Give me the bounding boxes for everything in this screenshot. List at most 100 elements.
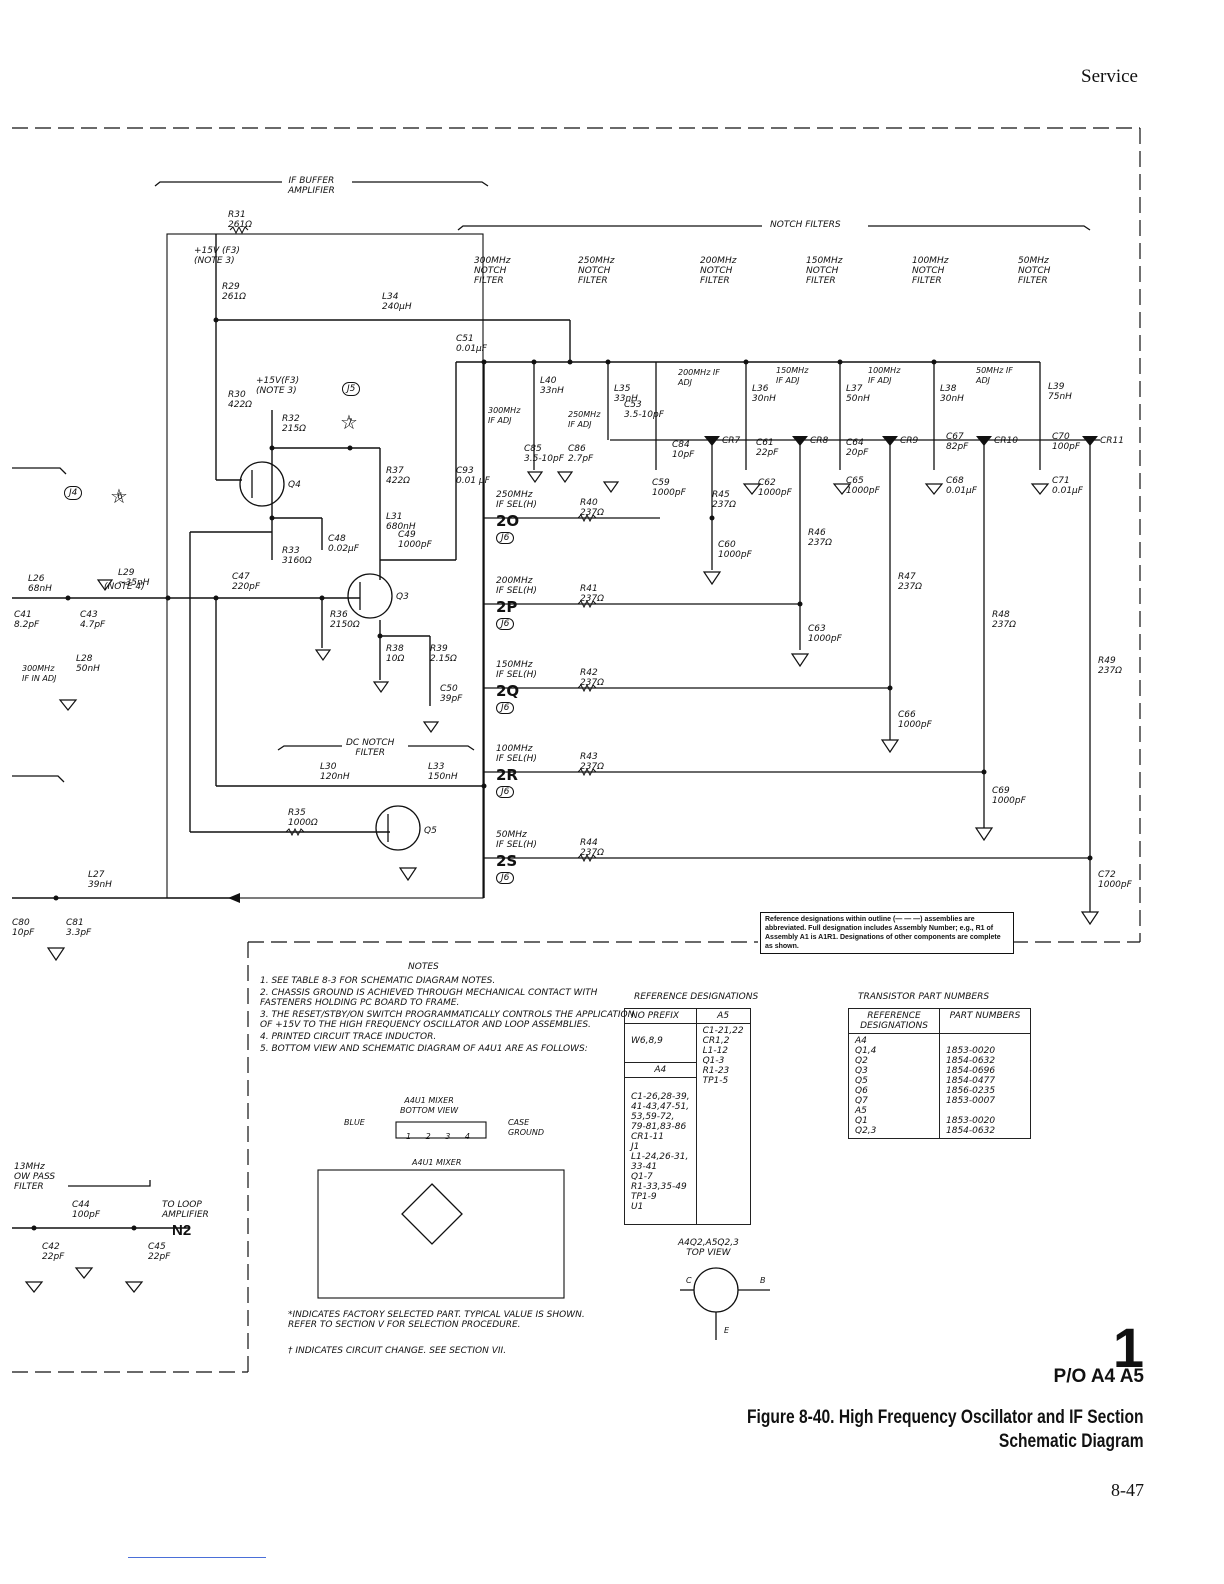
transistor-numbers: 1853-0020 1854-0632 1854-0696 1854-0477 … [939,1033,1031,1139]
component-designator: C44 [72,1200,90,1210]
if-select-150-sel: IF SEL(H) [496,670,537,680]
ref-a5-values: C1-21,22 CR1,2 L1-12 Q1-3 R1-23 TP1-5 [695,1023,751,1225]
component-designator: R31 [228,210,246,220]
connector-n2: N2 [172,1222,192,1239]
if-select-200-ref: J6 [496,618,515,630]
component-value: 1000pF [652,488,686,498]
notch-50-freq: 50MHz [1018,256,1049,266]
resistor-zigzags [229,225,597,863]
component-value: 0.01µF [946,486,977,496]
ref-a4-header: A4 [625,1062,696,1078]
component-value: 1000pF [718,550,752,560]
component-designator: C47 [232,572,250,582]
mixer-view-label: A4U1 MIXER BOTTOM VIEW [400,1096,458,1116]
component-value: 2.7pF [568,454,594,464]
component-designator: C50 [440,684,458,694]
notch-300-freq: 300MHz [474,256,511,266]
marker-j4: J4 [64,486,83,500]
top-view-b: B [760,1276,766,1285]
if-select-150: 150MHz IF SEL(H) 2Q J6 [496,660,537,714]
ref-designations-title: REFERENCE DESIGNATIONS [634,992,759,1002]
if-select-250: 250MHz IF SEL(H) 2O J6 [496,490,537,544]
component-designator: L35 [614,384,631,394]
if-select-200-connector: 2P [496,598,518,616]
component-value: 82pF [946,442,969,452]
component-value: 237Ω [898,582,923,592]
low-pass-line1: 13MHz [14,1162,45,1172]
component-designator: C93 [456,466,474,476]
if-select-50-sel: IF SEL(H) [496,840,537,850]
assembly-label: P/O A4 A5 [1053,1366,1144,1387]
component-designator: C84 [672,440,690,450]
component-designator: R42 [580,668,598,678]
component-value: 215Ω [282,424,307,434]
junction-dots [31,317,1093,1231]
circuit-change-note: † INDICATES CIRCUIT CHANGE. SEE SECTION … [288,1346,507,1356]
component-value: 3.5-10pF [524,454,564,464]
component-designator: C69 [992,786,1010,796]
component-designator: R48 [992,610,1010,620]
adj-150: 150MHz IF ADJ [776,366,809,385]
mixer-view-line2: BOTTOM VIEW [400,1106,459,1115]
if-select-250-connector: 2O [496,512,520,530]
notch-300-line2: NOTCH [474,266,507,276]
star-7-number: 7 [347,418,353,428]
component-value: 0.01µF [456,344,487,354]
component-designator: C86 [568,444,586,454]
component-designator: C67 [946,432,964,442]
star-marker-6: ☆6 [110,486,128,508]
component-value: 33nH [614,394,638,404]
notch-header-250: 250MHz NOTCH FILTER [578,256,614,286]
footer-rule [128,1557,266,1558]
top-view-line1: A4Q2,A5Q2,3 [678,1238,739,1248]
component-value: 75nH [1048,392,1072,402]
adj-50: 50MHz IF ADJ [976,366,1013,385]
notch-50-line3: FILTER [1018,276,1048,286]
mixer-case-line: CASE [508,1118,530,1127]
factory-selected-note: *INDICATES FACTORY SELECTED PART. TYPICA… [288,1310,585,1330]
component-designator: C68 [946,476,964,486]
cr11-label: CR11 [1100,436,1124,446]
transistor-q3 [347,573,393,619]
sheet-number: 1 [1112,1316,1144,1379]
low-pass-line3: FILTER [14,1182,44,1192]
component-value: 100pF [1052,442,1081,452]
component-designator: L39 [1048,382,1065,392]
top-view-c: C [686,1276,692,1285]
top-view-e: E [724,1326,730,1335]
if-buffer-label: IF BUFFER AMPLIFIER [288,176,335,196]
component-designator: C65 [846,476,864,486]
component-value: 150nH [428,772,458,782]
component-value: 237Ω [580,848,605,858]
component-value: 261Ω [228,220,253,230]
to-loop-line2: AMPLIFIER [162,1210,209,1220]
component-designator: L36 [752,384,769,394]
notch-50-line2: NOTCH [1018,266,1051,276]
component-designator: C64 [846,438,864,448]
left-arrow-lines [12,467,67,783]
if-buffer-line1: IF BUFFER [288,176,335,186]
mixer-pin-2: 2 [425,1132,431,1141]
